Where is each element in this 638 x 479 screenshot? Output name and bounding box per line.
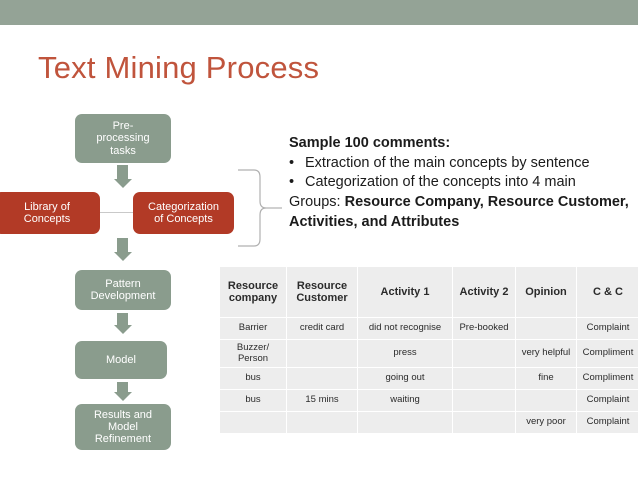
cell-opinion: very helpful [516, 340, 576, 368]
callout-bullet-2-text: Categorization of the concepts into 4 ma… [305, 174, 576, 191]
cell-resource-company: Buzzer/ Person [220, 340, 286, 368]
cell-activity-1: did not recognise [358, 318, 452, 339]
callout-bullet-1-text: Extraction of the main concepts by sente… [305, 154, 590, 171]
table-header-resource-company: Resource company [220, 267, 286, 317]
curly-brace-icon [238, 169, 282, 247]
table-header-opinion: Opinion [516, 267, 576, 317]
table-row: very poor Complaint [220, 412, 638, 434]
cell-cc: Complaint [577, 412, 638, 434]
cell-resource-customer [287, 340, 357, 368]
cell-cc: Complaint [577, 318, 638, 339]
cell-resource-customer: 15 mins [287, 390, 357, 412]
callout-bullet-2: • Categorization of the concepts into 4 … [289, 173, 634, 193]
callout-text-block: Sample 100 comments: • Extraction of the… [289, 134, 634, 233]
cell-activity-2 [453, 412, 515, 434]
cell-resource-customer [287, 368, 357, 390]
cell-opinion [516, 390, 576, 412]
flow-node-label: Model [106, 353, 136, 366]
results-table: Resource company Resource Customer Activ… [219, 266, 638, 435]
cell-opinion [516, 318, 576, 339]
table-row: Buzzer/ Person press very helpful Compli… [220, 340, 638, 368]
cell-activity-2: Pre-booked [453, 318, 515, 339]
cell-activity-1 [358, 412, 452, 434]
callout-groups-bold: Resource Company, Resource Customer, Act… [289, 194, 629, 230]
cell-resource-customer [287, 412, 357, 434]
cell-resource-company: bus [220, 390, 286, 412]
cell-cc: Compliment [577, 340, 638, 368]
table-row: bus 15 mins waiting Complaint [220, 390, 638, 412]
flow-node-model: Model [75, 341, 167, 379]
cell-resource-company: bus [220, 368, 286, 390]
table-header-resource-customer: Resource Customer [287, 267, 357, 317]
table-header-row: Resource company Resource Customer Activ… [220, 267, 638, 317]
table-header-cc: C & C [577, 267, 638, 317]
table-row: bus going out fine Compliment [220, 368, 638, 390]
flow-arrow-1-icon [113, 165, 132, 188]
cell-resource-company [220, 412, 286, 434]
flow-arrow-2-icon [113, 238, 132, 261]
bullet-dot-icon: • [289, 174, 295, 191]
cell-activity-2 [453, 368, 515, 390]
flow-arrow-4-icon [113, 382, 132, 401]
page-title: Text Mining Process [38, 50, 320, 85]
table-body: Barrier credit card did not recognise Pr… [220, 318, 638, 434]
callout-groups-line: Groups: Resource Company, Resource Custo… [289, 193, 634, 232]
cell-activity-1: press [358, 340, 452, 368]
cell-resource-company: Barrier [220, 318, 286, 339]
bullet-dot-icon: • [289, 154, 295, 171]
table-row: Barrier credit card did not recognise Pr… [220, 318, 638, 339]
cell-activity-1: waiting [358, 390, 452, 412]
table-header-activity-2: Activity 2 [453, 267, 515, 317]
callout-groups-prefix: Groups: [289, 194, 345, 211]
callout-heading: Sample 100 comments: [289, 135, 451, 151]
cell-opinion: fine [516, 368, 576, 390]
cell-opinion: very poor [516, 412, 576, 434]
slide-top-band [0, 0, 638, 25]
cell-activity-2 [453, 390, 515, 412]
cell-activity-2 [453, 340, 515, 368]
callout-bullet-1: • Extraction of the main concepts by sen… [289, 154, 634, 174]
table-header-activity-1: Activity 1 [358, 267, 452, 317]
cell-activity-1: going out [358, 368, 452, 390]
cell-resource-customer: credit card [287, 318, 357, 339]
cell-cc: Complaint [577, 390, 638, 412]
cell-cc: Compliment [577, 368, 638, 390]
flow-arrow-3-icon [113, 313, 132, 334]
flow-connector-horizontal [100, 212, 134, 213]
